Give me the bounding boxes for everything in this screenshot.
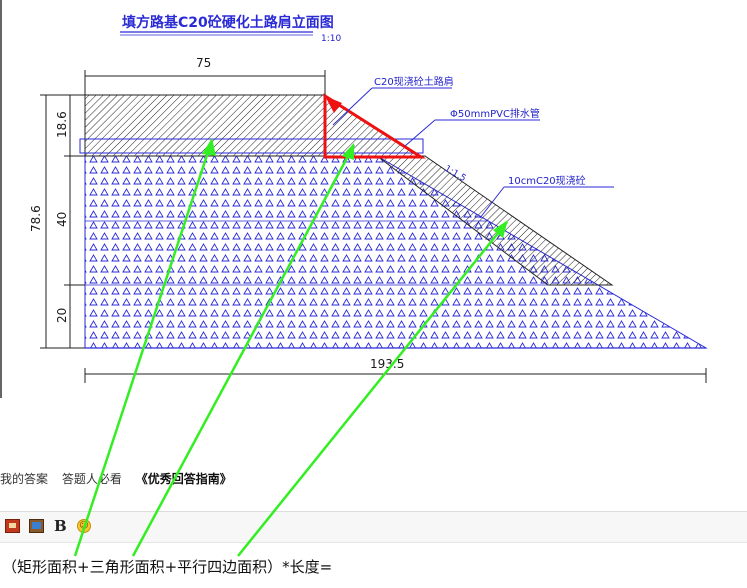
dim-bottom-width: 193.5 [370, 357, 404, 371]
callout-pipe: Φ50mmPVC排水管 [450, 107, 540, 120]
emoji-icon[interactable]: ☺ [77, 519, 91, 533]
callout-shoulder: C20现浇砼土路肩 [374, 75, 454, 88]
must-read-text: 答题人必看 [61, 472, 122, 486]
drawing-title: 填方路基C20砼硬化土路肩立面图 [122, 14, 334, 31]
highlight-triangle [323, 93, 427, 159]
callout-slope-concrete: 10cmC20现浇砼 [508, 174, 586, 187]
dim-left-total: 78.6 [29, 205, 43, 232]
editor-toolbar: B ☺ [0, 511, 747, 543]
dim-mid-height: 40 [55, 212, 69, 227]
embankment-fill [84, 155, 708, 349]
dim-bottom-height: 20 [55, 308, 69, 323]
my-answer-link[interactable]: 我的答案 [0, 472, 49, 486]
dim-upper-height: 18.6 [55, 111, 69, 138]
cad-drawing: 填方路基C20砼硬化土路肩立面图 1:10 75 78.6 18.6 40 20… [0, 0, 708, 398]
shoulder-rectangle [84, 94, 326, 157]
answer-guide-link[interactable]: 《优秀回答指南》 [135, 472, 232, 486]
bold-button[interactable]: B [54, 517, 67, 535]
insert-multi-image-icon[interactable] [29, 519, 44, 533]
answer-input-text[interactable]: （矩形面积+三角形面积+平行四边面积）*长度= [2, 558, 333, 576]
dim-top-width: 75 [196, 56, 211, 70]
insert-image-icon[interactable] [5, 519, 20, 533]
answer-bar: 我的答案 答题人必看 《优秀回答指南》 [0, 470, 242, 492]
drawing-scale: 1:10 [321, 34, 341, 44]
